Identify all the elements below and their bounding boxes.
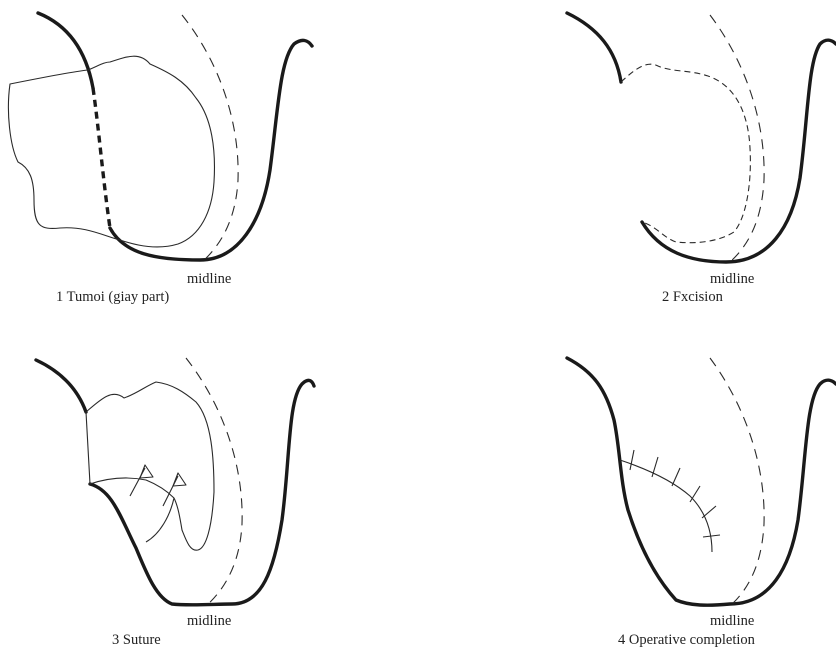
p3-flap-underside <box>146 498 174 542</box>
p2-excision-edge <box>621 64 750 242</box>
p1-caption: 1 Tumoi (giay part) <box>56 289 169 305</box>
p4-suture-line <box>620 460 712 552</box>
p3-arrow-right-head <box>173 473 186 486</box>
p4-caption: 4 Operative completion <box>618 632 756 648</box>
p1-tongue-outline-bottom <box>110 40 312 260</box>
p3-tongue-outline-upper <box>36 360 86 412</box>
p1-tumor-margin <box>93 88 110 228</box>
p1-tumor-shape <box>8 56 214 247</box>
p3-midline-label: midline <box>187 613 231 629</box>
p3-tongue-outline-lower <box>90 380 314 605</box>
p1-midline-label: midline <box>187 271 231 287</box>
p2-tongue-outline-lower <box>642 40 836 262</box>
p2-tongue-outline-upper <box>567 13 621 82</box>
p1-midline-dashed <box>182 15 238 262</box>
p4-midline-dashed <box>710 358 764 606</box>
p4-tongue-outline <box>567 358 836 605</box>
p3-arrow-left-head <box>140 465 153 478</box>
p3-caption: 3 Suture <box>112 632 161 648</box>
p2-midline-dashed <box>710 15 764 262</box>
panel-1-tumor: midline 1 Tumoi (giay part) <box>8 13 312 305</box>
p2-midline-label: midline <box>710 271 754 287</box>
p4-suture-stitches <box>630 450 720 537</box>
p3-wound-edge <box>86 382 214 550</box>
panel-3-suture: midline 3 Suture <box>36 358 314 648</box>
panel-2-excision: midline 2 Fxcision <box>567 13 836 305</box>
p4-midline-label: midline <box>710 613 754 629</box>
panel-4-operative-completion: midline 4 Operative completion <box>567 358 836 648</box>
p2-caption: 2 Fxcision <box>662 289 724 305</box>
